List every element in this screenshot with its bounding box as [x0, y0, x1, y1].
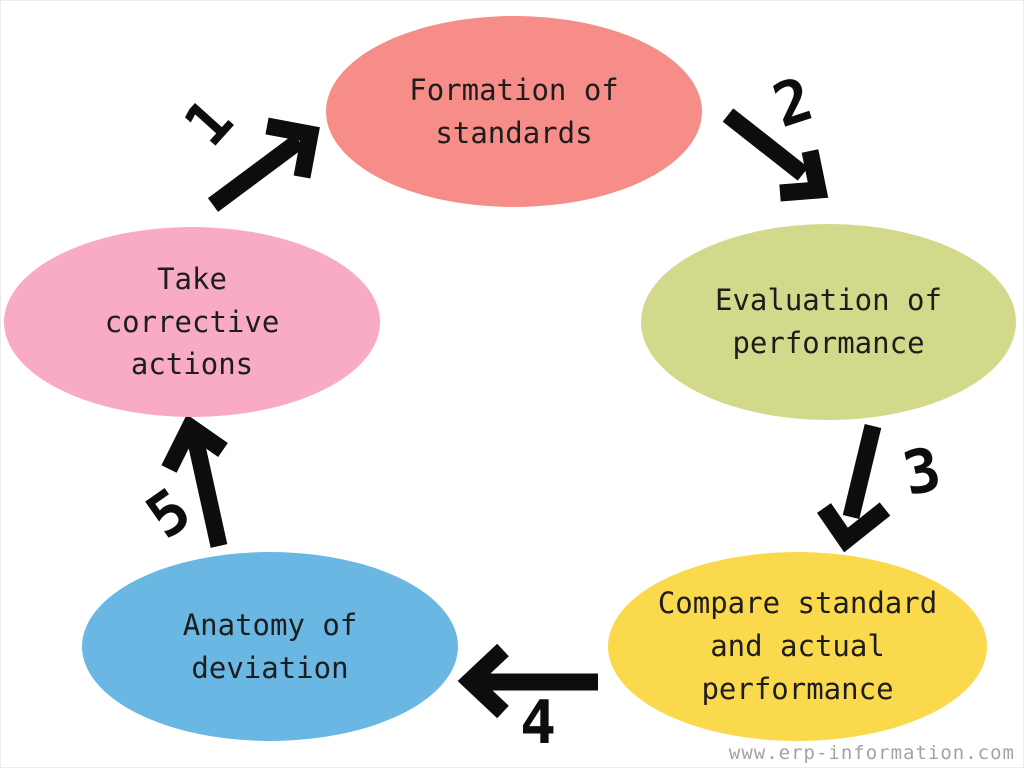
arrow-step-1-up-right-icon [207, 117, 320, 212]
node-formation-of-standards: Formation of standards [326, 16, 702, 207]
arrow-step-5-up-icon [161, 414, 228, 548]
node-anatomy-of-deviation: Anatomy of deviation [82, 552, 458, 741]
node-compare-standard-and-actual: Compare standard and actual performance [608, 552, 987, 741]
node-label-anatomy: Anatomy of deviation [182, 607, 358, 685]
node-label-corrective: Take corrective actions [104, 261, 280, 382]
arrow-step-2-down-right-icon [722, 108, 829, 202]
node-label-formation: Formation of standards [409, 72, 619, 150]
node-label-evaluation: Evaluation of performance [715, 283, 942, 360]
node-label-compare: Compare standard and actual performance [657, 586, 938, 706]
step-number-4: 4 [519, 688, 557, 758]
arrow-step-3-down-icon [816, 424, 891, 553]
watermark-text: www.erp-information.com [728, 742, 1015, 764]
node-evaluation-of-performance: Evaluation of performance [641, 224, 1016, 420]
node-take-corrective-actions: Take corrective actions [4, 227, 380, 417]
arrow-step-4-left-icon [457, 643, 598, 719]
